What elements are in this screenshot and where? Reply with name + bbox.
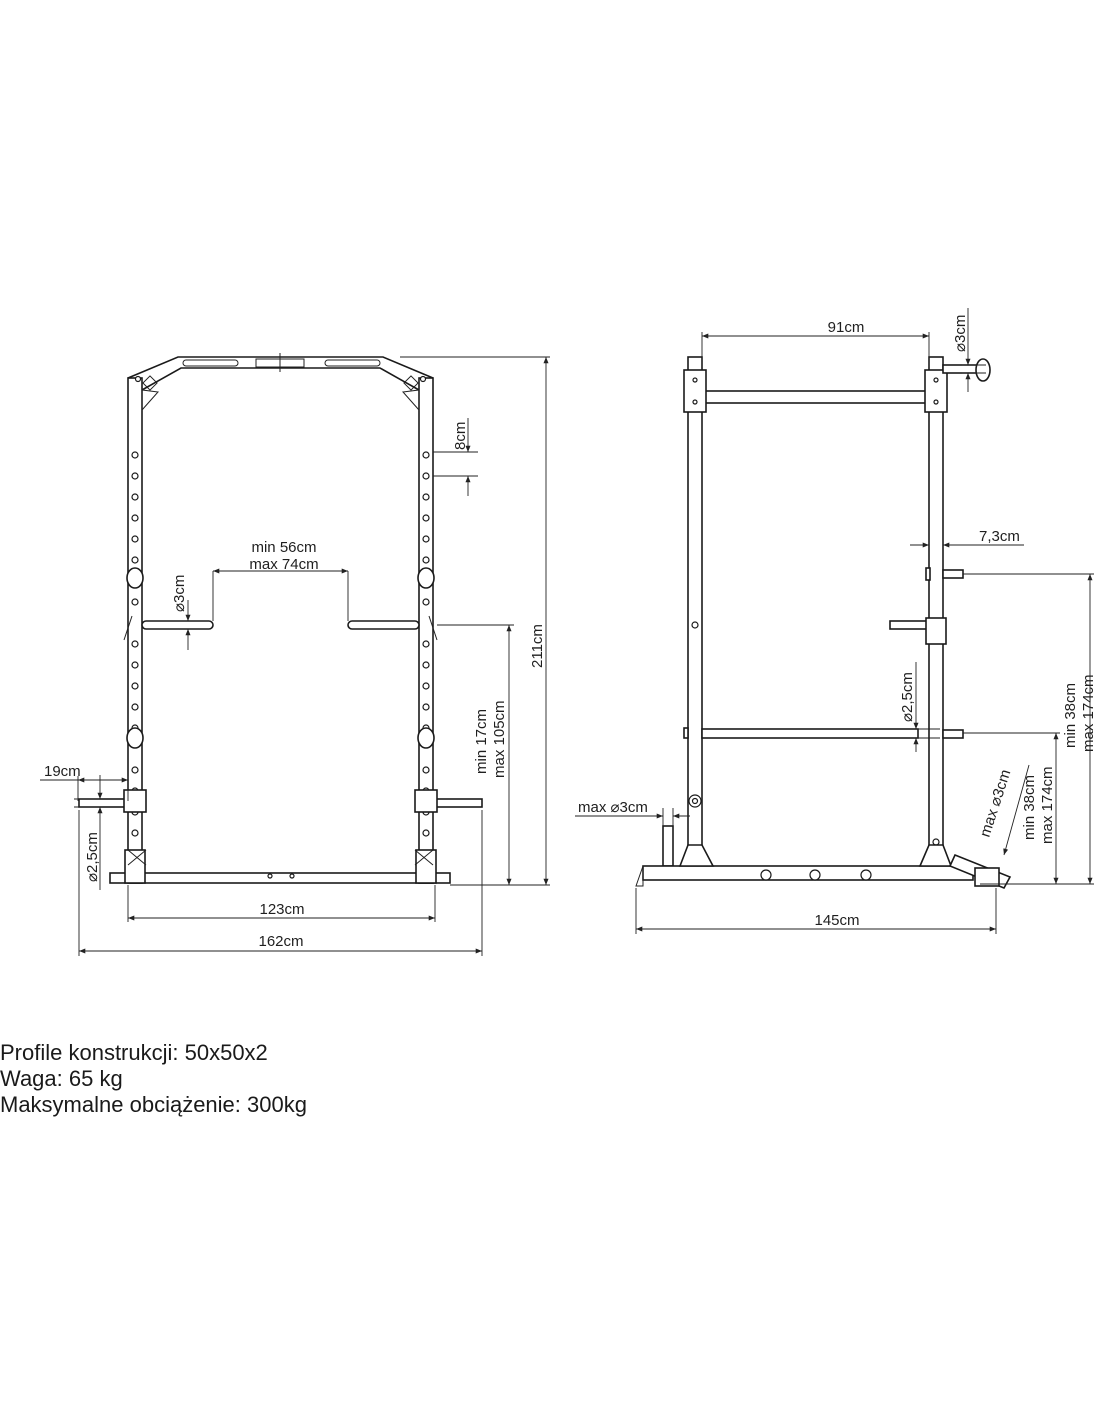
dim-hook-offset: 7,3cm <box>979 528 1020 545</box>
dim-hook-diameter: ⌀2,5cm <box>899 672 916 722</box>
dim-safety-bar-diameter: ⌀3cm <box>171 575 188 612</box>
left-j-hook <box>126 567 144 589</box>
right-j-hook <box>417 567 435 589</box>
dim-safety-width-min: min 56cm <box>251 539 316 556</box>
dim-total-depth: 145cm <box>814 912 859 929</box>
dim-side-height-max: max 174cm <box>1039 766 1056 844</box>
dim-total-height: 211cm <box>529 624 546 668</box>
spec-max-load: Maksymalne obciążenie: 300kg <box>0 1092 307 1117</box>
side-j-hook <box>889 620 930 630</box>
dim-safety-height-min: min 17cm <box>473 709 490 774</box>
top-crossbar <box>701 390 930 404</box>
dim-floor-post-diameter: max ⌀3cm <box>578 799 648 816</box>
specifications: Profile konstrukcji: 50x50x2 Waga: 65 kg… <box>0 1040 700 1118</box>
dim-horn-diameter: ⌀2,5cm <box>84 832 101 882</box>
dim-horn-length: 19cm <box>44 763 81 780</box>
dim-pullup-diameter: ⌀3cm <box>952 315 969 352</box>
dim-total-width: 162cm <box>258 933 303 950</box>
side-view: 91cm ⌀3cm 7,3cm ⌀2,5cm min 38cm max 174c… <box>575 308 1097 934</box>
front-view: 8cm min 56cm max 74cm ⌀3cm min 17cm max … <box>40 353 550 956</box>
side-base <box>642 865 974 881</box>
pullup-handle <box>942 364 980 374</box>
dim-safety-width-max: max 74cm <box>249 556 318 573</box>
base-frame <box>109 872 451 884</box>
dim-safety-height-max: max 105cm <box>491 700 508 778</box>
lower-crossbar <box>701 728 919 739</box>
right-storage-horn <box>432 798 483 808</box>
right-safety-bar <box>347 620 420 630</box>
front-upright <box>687 356 703 866</box>
rear-upright <box>928 356 944 866</box>
left-storage-horn <box>78 798 129 808</box>
dim-hook-height-max: max 174cm <box>1080 674 1097 752</box>
dim-pullup-width: 91cm <box>828 319 865 336</box>
dim-hook-height-min: min 38cm <box>1062 683 1079 748</box>
left-safety-bar <box>141 620 214 630</box>
spec-profile: Profile konstrukcji: 50x50x2 <box>0 1040 268 1065</box>
dim-side-height-min: min 38cm <box>1021 775 1038 840</box>
spec-weight: Waga: 65 kg <box>0 1066 123 1091</box>
dim-top-hole-spacing: 8cm <box>452 422 469 450</box>
band-peg <box>662 825 674 867</box>
dim-landmine-diameter: max ⌀3cm <box>977 768 1015 840</box>
dim-inner-width: 123cm <box>259 901 304 918</box>
